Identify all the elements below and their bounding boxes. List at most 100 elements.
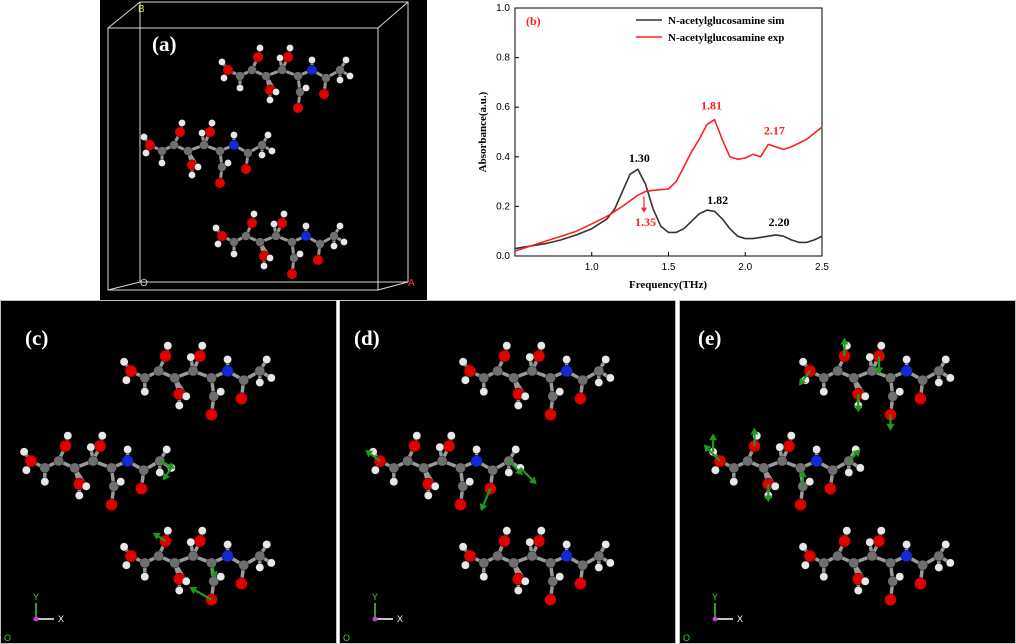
peak-label: 1.81: [701, 99, 722, 113]
carbon-atom: [139, 372, 151, 384]
hydrogen-atom: [340, 238, 348, 246]
carbon-atom: [487, 464, 498, 476]
peak-label: 2.20: [769, 215, 790, 229]
oxygen-atom: [240, 163, 252, 175]
x-axis-label: Frequency(THz): [629, 279, 707, 291]
hydrogen-atom: [479, 572, 489, 582]
cell-axis-a: A: [408, 278, 415, 289]
hydrogen-atom: [140, 133, 148, 141]
origin-label: O: [683, 633, 690, 643]
molecule: [140, 119, 276, 189]
hydrogen-atom: [605, 558, 615, 568]
oxygen-atom: [204, 126, 216, 138]
y-axis-label: Y: [372, 592, 378, 602]
hydrogen-atom: [258, 151, 266, 159]
panel-a-label: (a): [152, 32, 177, 56]
carbon-atom: [254, 550, 266, 562]
hydrogen-atom: [430, 481, 440, 491]
oxygen-atom: [782, 439, 796, 453]
hydrogen-atom: [536, 526, 546, 536]
hydrogen-atom: [250, 210, 258, 218]
carbon-atom: [885, 372, 896, 384]
series-sim-line: [514, 168, 823, 250]
hydrogen-atom: [270, 220, 278, 228]
hydrogen-atom: [860, 391, 870, 401]
hydrogen-atom: [220, 74, 228, 82]
carbon-atom: [277, 65, 287, 75]
carbon-atom: [39, 462, 51, 474]
carbon-atom: [153, 550, 164, 562]
molecule: [119, 526, 276, 606]
carbon-atom: [257, 140, 267, 150]
hydrogen-atom: [230, 131, 238, 139]
hydrogen-atom: [40, 477, 50, 487]
oxygen-atom: [205, 408, 218, 421]
carbon-atom: [241, 231, 251, 241]
hydrogen-atom: [479, 387, 489, 397]
hydrogen-atom: [74, 491, 84, 500]
hydrogen-atom: [155, 468, 165, 477]
carbon-atom: [866, 365, 878, 377]
x-axis-label: X: [58, 614, 64, 624]
carbon-atom: [887, 576, 899, 587]
oxygen-atom: [532, 349, 546, 363]
oxygen-atom: [872, 534, 886, 548]
carbon-atom: [508, 372, 519, 384]
carbon-atom: [199, 140, 209, 150]
carbon-atom: [832, 365, 843, 377]
carbon-atom: [508, 557, 519, 569]
carbon-atom: [153, 365, 164, 377]
x-tick-label: 1.5: [662, 262, 676, 273]
displacement-arrow: [482, 488, 492, 506]
oxygen-atom: [914, 392, 927, 405]
hydrogen-atom: [594, 378, 604, 387]
carbon-atom: [138, 464, 149, 476]
oxygen-atom: [222, 64, 234, 76]
oxygen-atom: [463, 549, 477, 563]
molecule: [798, 337, 955, 431]
hydrogen-atom: [260, 262, 268, 270]
oxygen-atom: [574, 392, 587, 405]
carbon-atom: [545, 372, 556, 384]
carbon-atom: [577, 559, 588, 571]
hydrogen-atom: [255, 378, 265, 387]
carbon-atom: [106, 462, 117, 474]
carbon-atom: [187, 365, 199, 377]
carbon-atom: [848, 372, 859, 384]
hydrogen-atom: [412, 431, 422, 441]
oxygen-atom: [159, 349, 172, 363]
carbon-atom: [169, 140, 179, 150]
carbon-atom: [492, 550, 503, 562]
carbon-atom: [885, 557, 896, 569]
carbon-atom: [335, 65, 345, 75]
hydrogen-atom: [264, 131, 272, 139]
panel-e-label: (e): [698, 326, 722, 350]
carbon-atom: [418, 462, 429, 474]
hydrogen-atom: [266, 558, 276, 568]
chart-svg: (b) N-acetylglucosamine sim N-acetylgluc…: [477, 3, 829, 291]
y-tick-label: 0.6: [496, 102, 510, 113]
nitrogen-atom: [121, 455, 134, 467]
carbon-atom: [593, 550, 605, 562]
nitrogen-atom: [300, 230, 312, 242]
hydrogen-atom: [181, 391, 191, 401]
peak-label: 1.35: [635, 215, 656, 229]
carbon-atom: [818, 557, 830, 569]
hydrogen-atom: [895, 387, 905, 397]
carbon-atom: [208, 391, 220, 402]
carbon-atom: [235, 71, 245, 81]
carbon-atom: [933, 550, 945, 562]
oxygen-atom: [442, 439, 456, 453]
hydrogen-atom: [197, 526, 207, 536]
hydrogen-atom: [844, 468, 854, 477]
hydrogen-atom: [819, 572, 829, 582]
carbon-atom: [887, 391, 899, 402]
displacement-arrowhead: [840, 337, 849, 345]
hydrogen-atom: [266, 373, 276, 383]
hydrogen-atom: [525, 537, 535, 547]
hydrogen-atom: [262, 355, 272, 364]
oxygen-atom: [914, 577, 927, 590]
hydrogen-atom: [860, 576, 870, 586]
displacement-arrowhead: [798, 377, 807, 386]
